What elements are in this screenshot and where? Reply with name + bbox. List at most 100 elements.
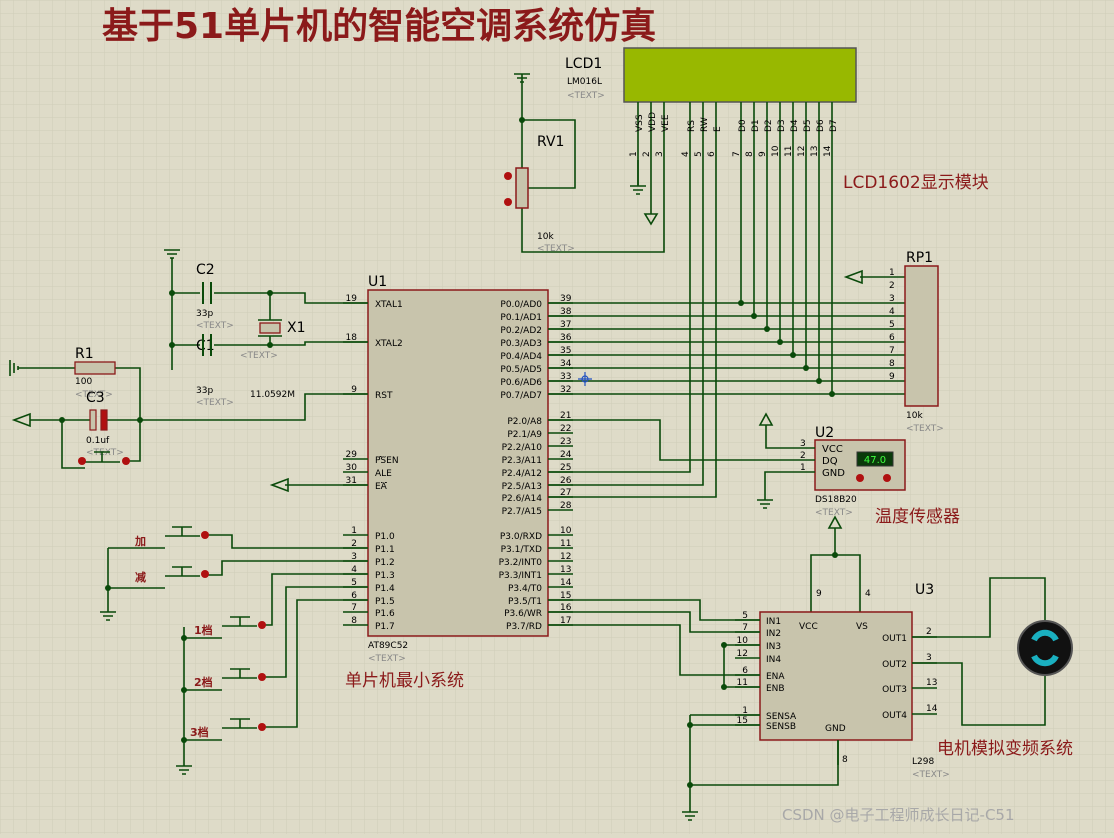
u1-right-pins: 39P0.0/AD038P0.1/AD137P0.2/AD236P0.3/AD3…	[499, 294, 573, 632]
lcd-pin-number: 11	[784, 146, 794, 157]
u1-pin-name: P2.6/A14	[502, 494, 543, 504]
lcd1[interactable]: LCD1 LM016L <TEXT> VSS1VDD2VEE3RS4RW5E6D…	[565, 47, 857, 160]
u3-model: L298	[912, 757, 934, 767]
u1-pin-number: 27	[560, 488, 571, 498]
u1-pin-number: 13	[560, 565, 571, 575]
u1-pin-name: P2.2/A10	[502, 443, 543, 453]
pin-dot	[258, 723, 266, 731]
rv1[interactable]: RV1 10k <TEXT>	[504, 134, 575, 254]
c2[interactable]: C2 33p <TEXT>	[196, 262, 234, 331]
pin-dot	[258, 673, 266, 681]
x1-text-tag: <TEXT>	[240, 351, 278, 361]
lcd-pin-number: 13	[810, 146, 820, 157]
lcd-pin-name: D1	[751, 119, 761, 132]
c1-symbol	[202, 334, 212, 356]
u1-pin-number: 34	[560, 359, 572, 369]
power-arrow-icon	[843, 269, 863, 285]
u3-pins: 5IN17IN210IN312IN46ENA11ENB1SENSA15SENSB…	[735, 589, 938, 765]
u1-pin-number: 32	[560, 385, 571, 395]
u1-mcu[interactable]: U1 19XTAL118XTAL29RST29PSEN30ALE31EA1P1.…	[343, 274, 573, 664]
u2-pin-name: GND	[822, 468, 845, 479]
u1-pin-number: 24	[560, 450, 572, 460]
lcd-pin-name: D3	[777, 119, 787, 132]
rp1-pin-number: 3	[889, 294, 895, 304]
u3-pin-number: 6	[742, 666, 748, 676]
u3-pin-name: IN1	[766, 617, 781, 627]
lcd-pin-number: 14	[823, 145, 833, 157]
dc-motor[interactable]	[1017, 620, 1073, 676]
x1-ref: X1	[287, 320, 306, 336]
lcd-pins: VSS1VDD2VEE3RS4RW5E6D07D18D29D310D411D51…	[629, 102, 839, 160]
u1-pin-number: 11	[560, 539, 571, 549]
u1-pin-number: 5	[351, 578, 357, 588]
button-symbol	[165, 526, 200, 537]
button-symbol	[222, 668, 257, 679]
c3-plate	[89, 409, 97, 431]
c3[interactable]: C3 0.1uf <TEXT>	[86, 390, 124, 458]
lcd-pin-name: VDD	[648, 112, 658, 132]
u2-ref: U2	[815, 425, 834, 441]
u1-pin-number: 28	[560, 501, 572, 511]
lcd-pin-name: VSS	[635, 114, 645, 132]
u3-pin-name: ENB	[766, 684, 785, 694]
temp-reading: 47.0	[864, 455, 886, 466]
button-gear1[interactable]: 1档	[194, 616, 266, 637]
c1[interactable]: C1 33p <TEXT>	[196, 334, 234, 408]
temp-up-button[interactable]	[883, 474, 891, 482]
ground-icon	[514, 73, 530, 88]
u1-pin-name: P3.0/RXD	[500, 532, 542, 542]
u3-pin-number: 5	[742, 611, 748, 621]
x1-body	[259, 322, 281, 334]
temp-down-button[interactable]	[856, 474, 864, 482]
x1-crystal[interactable]: X1 <TEXT> 11.0592M	[240, 319, 306, 400]
u1-pin-name: P3.6/WR	[504, 609, 542, 619]
u3-pin-name: SENSA	[766, 712, 797, 722]
u3-pin-name: VCC	[799, 622, 818, 632]
section-label-lcd: LCD1602显示模块	[843, 173, 989, 193]
r1[interactable]: R1 100 <TEXT>	[74, 346, 116, 400]
u1-pin-name: P2.7/A15	[502, 507, 542, 517]
c3-text-tag: <TEXT>	[86, 448, 124, 458]
u3-l298[interactable]: U3 5IN17IN210IN312IN46ENA11ENB1SENSA15SE…	[735, 582, 950, 780]
lcd-pin-name: D7	[829, 119, 839, 132]
button-add[interactable]: 加	[134, 526, 209, 548]
pin-dot	[78, 457, 86, 465]
section-label-motor: 电机模拟变频系统	[937, 739, 1073, 759]
lcd-pin-number: 10	[771, 145, 781, 157]
u1-pin-number: 26	[560, 476, 572, 486]
reset-button[interactable]	[78, 451, 130, 465]
u1-pin-number: 16	[560, 603, 572, 613]
rp1-pin-number: 2	[889, 281, 895, 291]
button-gear2[interactable]: 2档	[194, 668, 266, 689]
u1-body	[367, 289, 549, 637]
u1-pin-number: 15	[560, 591, 571, 601]
u1-pin-number: 30	[346, 463, 358, 473]
u1-pin-number: 8	[351, 616, 357, 626]
u2-pin-number: 3	[800, 439, 806, 449]
rv1-body	[515, 167, 529, 209]
u1-pin-name: P2.5/A13	[502, 482, 542, 492]
u1-left-pins: 19XTAL118XTAL29RST29PSEN30ALE31EA1P1.02P…	[343, 294, 403, 632]
button-symbol	[165, 566, 200, 577]
lcd-pin-name: D5	[803, 119, 813, 132]
button-gear1-label: 1档	[194, 623, 213, 637]
u1-pin-name: P3.3/INT1	[499, 571, 542, 581]
u3-pin-number: 12	[737, 649, 748, 659]
pin-dot	[122, 457, 130, 465]
pin-dot	[504, 198, 512, 206]
c1-text-tag: <TEXT>	[196, 398, 234, 408]
button-sub[interactable]: 减	[135, 566, 209, 584]
wires	[20, 88, 1046, 812]
u3-pin-number: 15	[737, 716, 748, 726]
u1-pin-number: 35	[560, 346, 571, 356]
button-gear3[interactable]: 3档	[190, 718, 266, 739]
u1-pin-number: 31	[346, 476, 357, 486]
u1-pin-number: 4	[351, 565, 357, 575]
u1-pin-name: P1.0	[375, 532, 395, 542]
rp1-pin-number: 7	[889, 346, 895, 356]
